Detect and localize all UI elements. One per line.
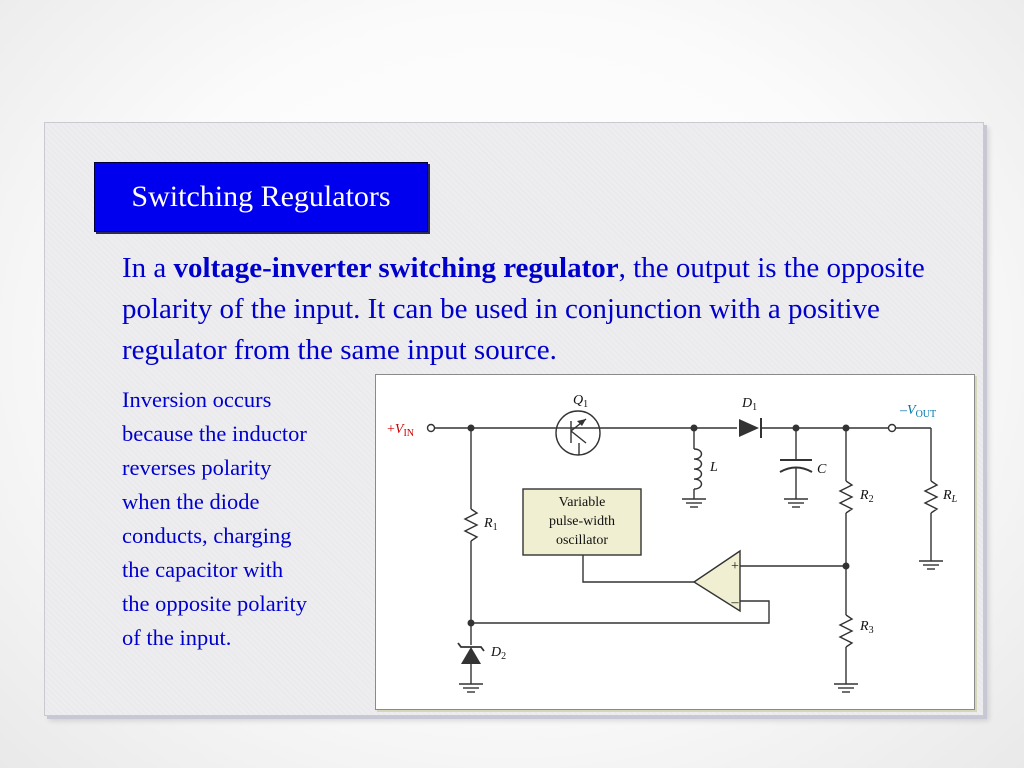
oscillator-box: [522, 488, 642, 556]
r3-label: R3: [859, 619, 874, 636]
side-line: because the inductor: [122, 421, 307, 446]
slide-title: Switching Regulators: [94, 162, 428, 232]
capacitor-label: C: [817, 462, 827, 477]
opamp-icon: [692, 549, 741, 613]
transistor-q1-icon: [555, 410, 601, 456]
vout-label: –VOUT: [899, 403, 936, 420]
inductor-label: L: [709, 460, 718, 475]
opamp-minus-label: –: [731, 595, 740, 610]
r2-label: R2: [859, 488, 874, 505]
side-explanation: Inversion occurs because the inductor re…: [122, 383, 372, 655]
vout-terminal: [887, 423, 897, 433]
q1-label: Q1: [573, 393, 588, 410]
side-line: Inversion occurs: [122, 387, 272, 412]
circuit-figure: +VIN –VOUT Q1 D1 L C R2 RL R1 R3 D2 Vari…: [375, 374, 975, 710]
rl-label: RL: [942, 488, 958, 505]
side-line: conducts, charging: [122, 523, 292, 548]
resistor-rl-icon: [895, 427, 943, 570]
side-line: the capacitor with: [122, 557, 284, 582]
resistor-r1-icon: [463, 428, 479, 645]
oscillator-label-line: pulse-width: [549, 514, 615, 529]
resistor-r3-icon: [834, 614, 858, 693]
wire-feedback: [471, 600, 770, 624]
wire-opamp-out: [582, 555, 694, 583]
side-line: of the input.: [122, 625, 232, 650]
inductor-icon: [682, 428, 706, 508]
side-line: the opposite polarity: [122, 591, 307, 616]
capacitor-icon: [779, 428, 813, 508]
intro-paragraph: In a voltage-inverter switching regulato…: [122, 248, 962, 371]
d2-label: D2: [490, 645, 506, 662]
intro-prefix: In a: [122, 252, 174, 284]
side-line: when the diode: [122, 489, 260, 514]
zener-d2-icon: [457, 642, 485, 693]
vin-label: +VIN: [387, 422, 414, 439]
oscillator-label-line: oscillator: [556, 533, 608, 548]
r1-label: R1: [483, 516, 498, 533]
vin-terminal: [426, 423, 436, 433]
circuit-diagram: +VIN –VOUT Q1 D1 L C R2 RL R1 R3 D2 Vari…: [387, 393, 958, 693]
intro-bold-term: voltage-inverter switching regulator: [173, 252, 619, 284]
diode-d1-icon: [739, 418, 762, 438]
side-line: reverses polarity: [122, 455, 272, 480]
d1-label: D1: [741, 396, 757, 413]
intro-rest: , the output is the opposite polarity of…: [122, 252, 925, 366]
oscillator-label-line: Variable: [559, 495, 606, 510]
resistor-r2-icon: [838, 428, 854, 615]
opamp-plus-label: +: [731, 559, 739, 574]
